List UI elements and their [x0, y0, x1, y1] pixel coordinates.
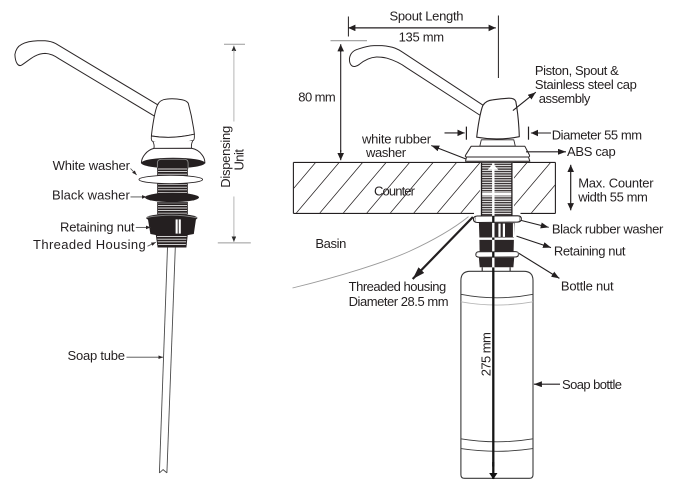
- svg-text:Diameter 28.5 mm: Diameter 28.5 mm: [349, 294, 449, 309]
- svg-text:Piston, Spout &: Piston, Spout &: [535, 63, 619, 78]
- svg-text:Counter: Counter: [374, 183, 416, 198]
- svg-text:Unit: Unit: [232, 149, 247, 171]
- svg-text:Dispensing: Dispensing: [218, 126, 233, 188]
- svg-text:Bottle nut: Bottle nut: [561, 278, 614, 293]
- svg-text:Black washer: Black washer: [52, 188, 130, 203]
- svg-text:Max. Counter: Max. Counter: [578, 176, 654, 191]
- svg-text:Threaded Housing: Threaded Housing: [33, 237, 146, 252]
- svg-text:275 mm: 275 mm: [479, 332, 494, 376]
- svg-text:Threaded housing: Threaded housing: [349, 279, 447, 294]
- svg-text:Spout Length: Spout Length: [390, 9, 464, 24]
- svg-text:white rubber: white rubber: [361, 132, 432, 147]
- svg-text:Diameter 55 mm: Diameter 55 mm: [552, 128, 642, 143]
- svg-text:ABS cap: ABS cap: [567, 144, 616, 159]
- svg-text:Basin: Basin: [315, 236, 346, 251]
- svg-text:width 55 mm: width 55 mm: [577, 189, 648, 204]
- svg-text:Soap bottle: Soap bottle: [562, 377, 622, 392]
- svg-text:135 mm: 135 mm: [399, 30, 445, 45]
- svg-text:Soap tube: Soap tube: [68, 348, 126, 363]
- svg-text:washer: washer: [365, 145, 407, 160]
- svg-text:Retaining nut: Retaining nut: [60, 219, 135, 234]
- svg-text:assembly: assembly: [539, 91, 591, 106]
- svg-text:White washer: White washer: [53, 158, 131, 173]
- svg-text:Black rubber washer: Black rubber washer: [552, 222, 664, 237]
- svg-text:Stainless steel cap: Stainless steel cap: [535, 77, 637, 92]
- svg-text:80 mm: 80 mm: [298, 89, 335, 104]
- svg-text:Retaining nut: Retaining nut: [554, 243, 626, 258]
